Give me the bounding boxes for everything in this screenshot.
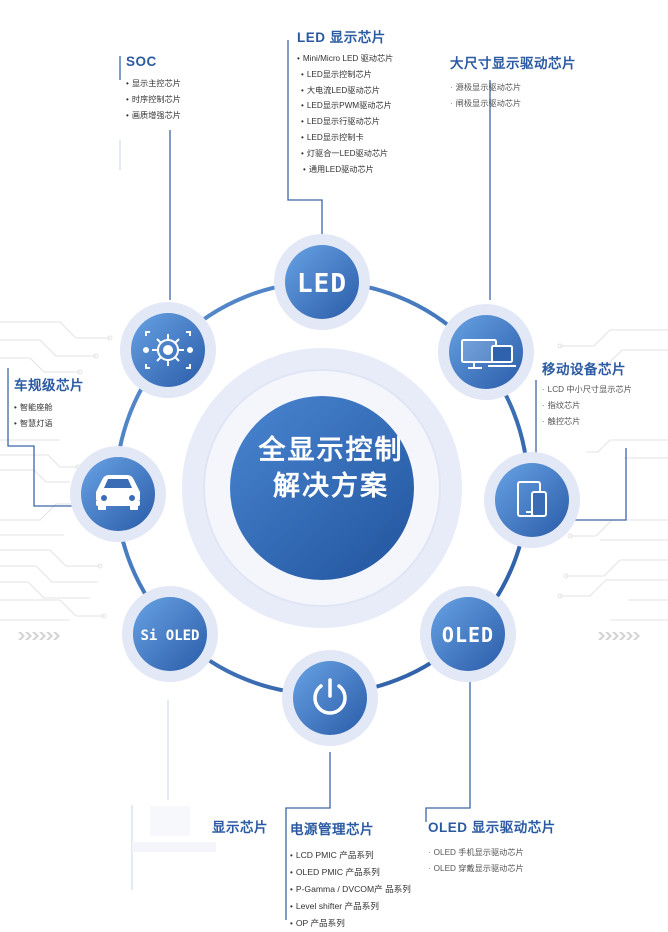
list-item: OLED 手机显示驱动芯片 xyxy=(428,845,556,861)
list-item: P-Gamma / DVCOM产 品系列 xyxy=(290,881,411,898)
label-auto-title: 车规级芯片 xyxy=(14,378,84,393)
led-node-text: LED xyxy=(297,269,347,299)
list-item: OLED PMIC 产品系列 xyxy=(290,864,411,881)
label-large-display-title: 大尺寸显示驱动芯片 xyxy=(450,56,576,71)
label-auto-list: 智能座舱 智慧灯语 xyxy=(14,400,84,432)
label-auto: 车规级芯片 智能座舱 智慧灯语 xyxy=(14,374,84,432)
chevron-arrows-left xyxy=(18,632,60,640)
connector-lines xyxy=(7,40,627,920)
list-item: 画质增强芯片 xyxy=(126,108,181,124)
label-mobile: 移动设备芯片 LCD 中小尺寸显示芯片 指纹芯片 触控芯片 xyxy=(542,358,632,429)
label-display-chip-title: 显示芯片 xyxy=(212,820,268,835)
list-item: 灯驱合一LED驱动芯片 xyxy=(297,146,393,162)
label-soc-title: SOC xyxy=(126,54,157,69)
power-icon xyxy=(313,678,347,715)
tablet-phone-icon xyxy=(517,481,547,517)
label-soc: SOC 显示主控芯片 时序控制芯片 画质增强芯片 xyxy=(126,54,181,123)
list-item: LCD 中小尺寸显示芯片 xyxy=(542,382,632,398)
list-item: 通用LED驱动芯片 xyxy=(297,162,393,178)
list-item: LED显示控制芯片 xyxy=(297,67,393,83)
label-power-title: 电源管理芯片 xyxy=(290,822,374,837)
car-icon xyxy=(96,475,140,510)
label-led-list: Mini/Micro LED 驱动芯片 LED显示控制芯片 大电流LED驱动芯片… xyxy=(297,51,394,178)
oled-node-text: OLED xyxy=(442,623,494,647)
label-oled-list: OLED 手机显示驱动芯片 OLED 穿戴显示驱动芯片 xyxy=(428,845,556,877)
center-title: 全显示控制 解决方案 xyxy=(224,432,438,504)
list-item: 触控芯片 xyxy=(542,414,632,430)
list-item: Level shifter 产品系列 xyxy=(290,898,411,915)
label-oled-title: OLED 显示驱动芯片 xyxy=(428,820,556,835)
monitor-icon xyxy=(461,339,516,369)
node-large-display xyxy=(438,304,534,400)
label-mobile-list: LCD 中小尺寸显示芯片 指纹芯片 触控芯片 xyxy=(542,382,632,429)
list-item: 闸极显示驱动芯片 xyxy=(450,96,576,112)
list-item: 智慧灯语 xyxy=(14,416,84,432)
list-item: 源极显示驱动芯片 xyxy=(450,80,576,96)
label-large-display-list: 源极显示驱动芯片 闸极显示驱动芯片 xyxy=(450,80,576,112)
chip-gear-icon xyxy=(143,331,193,369)
list-item: OP 产品系列 xyxy=(290,915,411,932)
list-item: LCD PMIC 产品系列 xyxy=(290,847,411,864)
list-item: LED显示行驱动芯片 xyxy=(297,114,393,130)
label-power: 电源管理芯片 LCD PMIC 产品系列 OLED PMIC 产品系列 P-Ga… xyxy=(290,818,411,932)
list-item: 大电流LED驱动芯片 xyxy=(297,83,393,99)
center-circle xyxy=(230,396,414,580)
label-mobile-title: 移动设备芯片 xyxy=(542,362,626,377)
label-large-display: 大尺寸显示驱动芯片 源极显示驱动芯片 闸极显示驱动芯片 xyxy=(450,52,576,112)
faded-bar xyxy=(132,842,216,852)
si-oled-node-text: Si OLED xyxy=(140,628,199,644)
label-soc-list: 显示主控芯片 时序控制芯片 画质增强芯片 xyxy=(126,76,181,123)
list-item: 智能座舱 xyxy=(14,400,84,416)
label-power-list: LCD PMIC 产品系列 OLED PMIC 产品系列 P-Gamma / D… xyxy=(290,847,411,932)
list-item: 时序控制芯片 xyxy=(126,92,181,108)
circuit-lines-left xyxy=(0,321,113,621)
faded-bar-2 xyxy=(150,806,190,836)
label-led: LED 显示芯片 Mini/Micro LED 驱动芯片 LED显示控制芯片 大… xyxy=(297,26,393,177)
node-led xyxy=(274,234,370,330)
label-oled: OLED 显示驱动芯片 OLED 手机显示驱动芯片 OLED 穿戴显示驱动芯片 xyxy=(428,816,556,877)
label-led-title: LED 显示芯片 xyxy=(297,30,386,45)
center-title-line1: 全显示控制 xyxy=(258,435,404,465)
list-item: OLED 穿戴显示驱动芯片 xyxy=(428,861,556,877)
node-oled xyxy=(420,586,516,682)
list-item: Mini/Micro LED 驱动芯片 xyxy=(297,51,394,67)
node-power xyxy=(282,650,378,746)
list-item: 显示主控芯片 xyxy=(126,76,181,92)
list-item: 指纹芯片 xyxy=(542,398,632,414)
list-item: LED显示控制卡 xyxy=(297,130,393,146)
label-display-chip: 显示芯片 xyxy=(212,816,268,836)
circuit-lines-right xyxy=(557,329,668,621)
node-si-oled xyxy=(122,586,218,682)
chevron-arrows-right xyxy=(598,632,640,640)
center-title-line2: 解决方案 xyxy=(273,471,389,501)
list-item: LED显示PWM驱动芯片 xyxy=(297,98,393,114)
